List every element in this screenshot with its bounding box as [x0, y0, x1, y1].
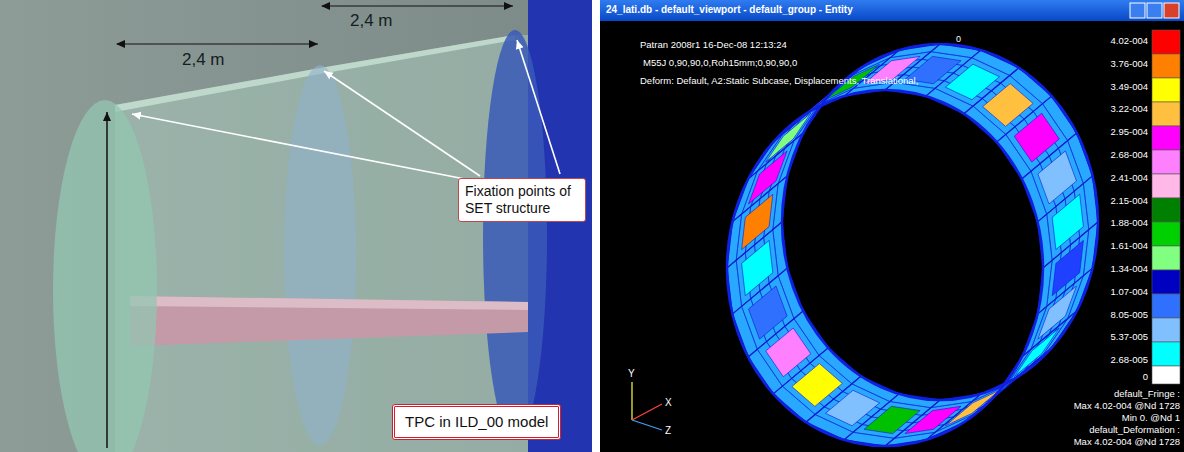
mesh-patch [1083, 184, 1088, 230]
annotation-text: Z [665, 425, 671, 437]
mesh-patch [852, 58, 890, 76]
mesh-patch [773, 184, 778, 230]
mesh-patch [736, 260, 741, 306]
callout-box: Fixation points of SET structure [458, 178, 586, 222]
scale-value: 3.49-004 [1110, 82, 1148, 93]
mesh-patch [1043, 319, 1068, 356]
scale-value: 1.61-004 [1110, 241, 1148, 252]
scale-value: 2.68-004 [1110, 150, 1148, 161]
annotation-text: Min 0. @Nd 1 [1122, 413, 1180, 424]
scale-value: 2.41-004 [1110, 173, 1148, 184]
scale-value: 0 [1143, 372, 1148, 383]
scale-value: 5.37-005 [1110, 332, 1148, 343]
annotation-text: 24_lati.db - default_viewport - default_… [606, 4, 853, 16]
scale-value: 2.95-004 [1110, 127, 1148, 138]
dimension-label: 2,4 m [182, 50, 225, 70]
annotation-text: M55J 0,90,90,0,Roh15mm;0,90,90,0 [643, 58, 797, 69]
annotation-text: Deform: Default, A2:Static Subcase, Disp… [640, 76, 918, 87]
annotation-text: default_Fringe : [1114, 389, 1180, 400]
mesh-patch [864, 406, 920, 433]
scale-value: 1.88-004 [1110, 218, 1148, 229]
annotation-text: default_Deformation : [1089, 425, 1180, 436]
mesh-patch [1047, 214, 1052, 260]
annotation-text: Patran 2008r1 16-Dec-08 12:13:24 [640, 40, 787, 51]
mesh-patch [844, 394, 940, 446]
annotation-text: Y [628, 368, 635, 380]
scale-value: 1.34-004 [1110, 264, 1148, 275]
dimension-label: 2,4 m [350, 11, 393, 31]
cylinder-rim [727, 90, 1043, 446]
scale-value: 2.15-004 [1110, 196, 1148, 207]
mesh-patch [1083, 230, 1088, 276]
scale-value: 8.05-005 [1110, 310, 1148, 321]
scale-value: 3.76-004 [1110, 59, 1148, 70]
mesh-patch [773, 230, 778, 276]
annotation-text: Max 4.02-004 @Nd 1728 [1074, 437, 1180, 448]
mesh-patch [1022, 268, 1093, 357]
scale-value: 4.02-004 [1110, 36, 1148, 47]
callout-box: TPC in ILD_00 model [392, 404, 561, 440]
mesh-patch [1014, 328, 1059, 377]
scale-value: 3.22-004 [1110, 104, 1148, 115]
annotation-text: X [665, 397, 672, 409]
callout-text: Fixation points of SET structure [465, 183, 579, 217]
annotation-text: Max 4.02-004 @Nd 1728 [1074, 401, 1180, 412]
callout-text: TPC in ILD_00 model [405, 413, 548, 431]
mesh-patch [1047, 260, 1052, 306]
annotation-text: 0 [956, 34, 961, 44]
cylinder-rim [782, 44, 1098, 400]
scale-value: 2.68-005 [1110, 355, 1148, 366]
mesh-patch [736, 214, 741, 260]
scale-value: 1.07-004 [1110, 287, 1148, 298]
